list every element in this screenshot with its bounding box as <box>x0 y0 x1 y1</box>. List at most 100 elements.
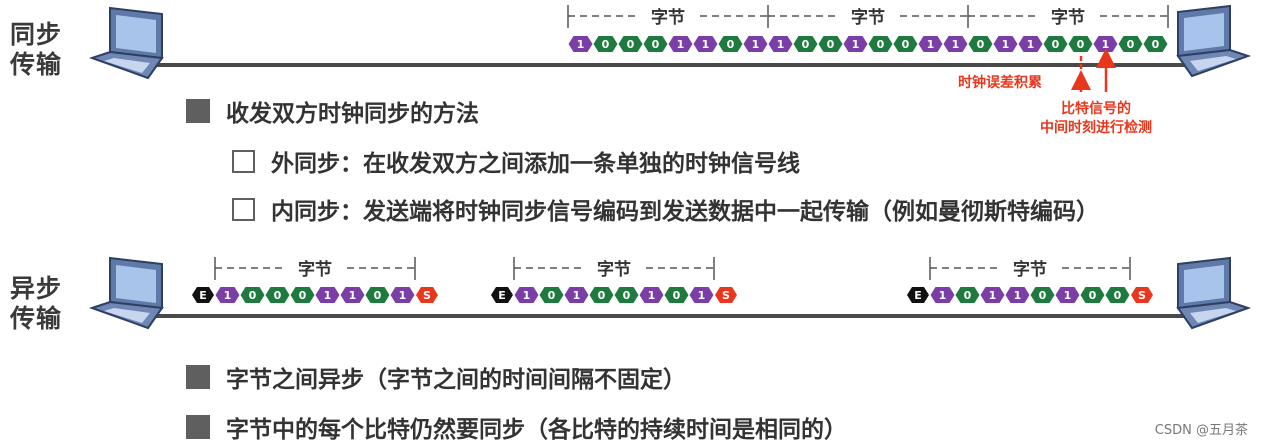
async-start-marker: E <box>907 287 929 303</box>
async-bit-cell-value: 1 <box>989 289 997 302</box>
async-stop-marker: S <box>715 287 737 303</box>
async-bit-cell-value: 0 <box>299 289 307 302</box>
async-bit-cell-value: 1 <box>523 289 531 302</box>
sync-label: 同步 传输 <box>10 20 62 80</box>
async-bit-cell-value: 1 <box>1014 289 1022 302</box>
mid-bit-detect-annotation: 比特信号的 中间时刻进行检测 <box>1040 100 1152 138</box>
async-label: 异步 传输 <box>10 274 62 334</box>
async-bit-cell: 1 <box>315 287 340 303</box>
async-bit-cell: 1 <box>1005 287 1030 303</box>
async-bit-cell: 1 <box>930 287 955 303</box>
async-bullet-1: 字节之间异步（字节之间的时间间隔不固定） <box>186 360 686 394</box>
sync-bit-cell-value: 1 <box>1102 38 1110 51</box>
async-label-line1: 异步 <box>10 274 63 303</box>
internal-sync-text: 内同步：发送端将时钟同步信号编码到发送数据中一起传输（例如曼彻斯特编码） <box>271 199 1099 225</box>
sync-bit-cell: 1 <box>668 36 693 52</box>
sync-bit-cell: 0 <box>893 36 918 52</box>
hollow-square-icon <box>232 149 255 173</box>
sync-label-line1: 同步 <box>10 20 63 49</box>
async-start-marker-value: E <box>199 289 207 302</box>
async-bit-cell: 1 <box>340 287 365 303</box>
sync-bit-cell-value: 1 <box>752 38 760 51</box>
async-bit-cell: 1 <box>514 287 539 303</box>
sync-bit-cell: 1 <box>943 36 968 52</box>
async-start-marker: E <box>491 287 513 303</box>
sync-bit-cell-value: 1 <box>952 38 960 51</box>
async-stop-marker: S <box>1131 287 1153 303</box>
async-bit-cell-value: 1 <box>1064 289 1072 302</box>
async-bit-cell: 0 <box>955 287 980 303</box>
async-bit-cell: 0 <box>589 287 614 303</box>
sync-bit-cell: 0 <box>643 36 668 52</box>
async-bit-cell-value: 0 <box>1114 289 1122 302</box>
async-bit-cell: 0 <box>265 287 290 303</box>
async-bit-cell-value: 1 <box>349 289 357 302</box>
sync-bit-cell: 0 <box>793 36 818 52</box>
sync-byte-bracket: 字节 <box>768 4 969 28</box>
async-bit-cell: 0 <box>1080 287 1105 303</box>
sync-bit-cell: 1 <box>768 36 793 52</box>
sync-byte-label: 字节 <box>851 7 885 28</box>
sync-bit-cell: 1 <box>1093 36 1118 52</box>
async-bit-cell-value: 1 <box>939 289 947 302</box>
sync-bit-cell-value: 0 <box>902 38 910 51</box>
async-bit-cell: 1 <box>980 287 1005 303</box>
async-bit-cell-value: 0 <box>274 289 282 302</box>
sync-bit-cell-value: 1 <box>1027 38 1035 51</box>
async-bit-cell: 0 <box>664 287 689 303</box>
sync-bit-cell-value: 1 <box>927 38 935 51</box>
async-byte-label: 字节 <box>597 259 631 280</box>
async-bit-cell: 0 <box>1030 287 1055 303</box>
sync-label-line2: 传输 <box>10 50 63 79</box>
sync-bit-cell-value: 0 <box>802 38 810 51</box>
async-bit-cell: 0 <box>1105 287 1130 303</box>
laptop-icon <box>88 256 164 330</box>
sync-heading-bullet: 收发双方时钟同步的方法 <box>186 94 479 128</box>
sync-bit-cell: 1 <box>743 36 768 52</box>
async-byte-label: 字节 <box>298 259 332 280</box>
async-bit-cell: 0 <box>539 287 564 303</box>
filled-square-icon <box>186 99 210 123</box>
sync-bit-cell: 0 <box>1068 36 1093 52</box>
async-bullet-2-text: 字节中的每个比特仍然要同步（各比特的持续时间是相同的） <box>226 417 847 443</box>
sync-bit-cell-value: 0 <box>1077 38 1085 51</box>
async-bit-cell: 1 <box>639 287 664 303</box>
sync-bit-cell: 0 <box>968 36 993 52</box>
async-start-marker-value: E <box>498 289 506 302</box>
sync-byte-bracket: 字节 <box>968 4 1169 28</box>
sync-byte-bracket: 字节 <box>567 4 769 28</box>
laptop-icon <box>1176 256 1252 330</box>
clock-drift-annotation: 时钟误差积累 <box>958 75 1042 91</box>
async-bit-cell: 0 <box>614 287 639 303</box>
async-bit-cell: 1 <box>689 287 714 303</box>
sync-bit-cell: 1 <box>918 36 943 52</box>
sync-bit-cell-value: 0 <box>1127 38 1135 51</box>
sync-bit-cell: 0 <box>1043 36 1068 52</box>
sync-bit-cell-value: 0 <box>977 38 985 51</box>
sync-bit-cell: 0 <box>618 36 643 52</box>
async-bullet-2: 字节中的每个比特仍然要同步（各比特的持续时间是相同的） <box>186 410 847 444</box>
async-bit-cell-value: 0 <box>623 289 631 302</box>
sync-bit-cell: 1 <box>843 36 868 52</box>
async-stop-marker-value: S <box>423 289 431 302</box>
sync-bit-cell-value: 1 <box>702 38 710 51</box>
async-bit-cell-value: 0 <box>964 289 972 302</box>
internal-sync-bullet: 内同步：发送端将时钟同步信号编码到发送数据中一起传输（例如曼彻斯特编码） <box>232 192 1099 226</box>
async-bit-cell-value: 1 <box>399 289 407 302</box>
async-bit-cell-value: 0 <box>598 289 606 302</box>
sync-bit-cell: 0 <box>593 36 618 52</box>
sync-bit-cell: 0 <box>1143 36 1168 52</box>
sync-bit-cell-value: 0 <box>1152 38 1160 51</box>
external-sync-bullet: 外同步：在收发双方之间添加一条单独的时钟信号线 <box>232 144 800 178</box>
sync-byte-label: 字节 <box>1051 7 1085 28</box>
async-bit-cell-value: 0 <box>548 289 556 302</box>
sync-bit-cell-value: 0 <box>827 38 835 51</box>
laptop-icon <box>1176 4 1252 78</box>
sync-bit-cell: 0 <box>868 36 893 52</box>
async-bit-cell-value: 0 <box>673 289 681 302</box>
async-bit-cell-value: 1 <box>698 289 706 302</box>
async-byte-bracket: 字节 <box>513 256 715 280</box>
sync-bit-cell: 1 <box>1018 36 1043 52</box>
async-bit-cell-value: 1 <box>324 289 332 302</box>
